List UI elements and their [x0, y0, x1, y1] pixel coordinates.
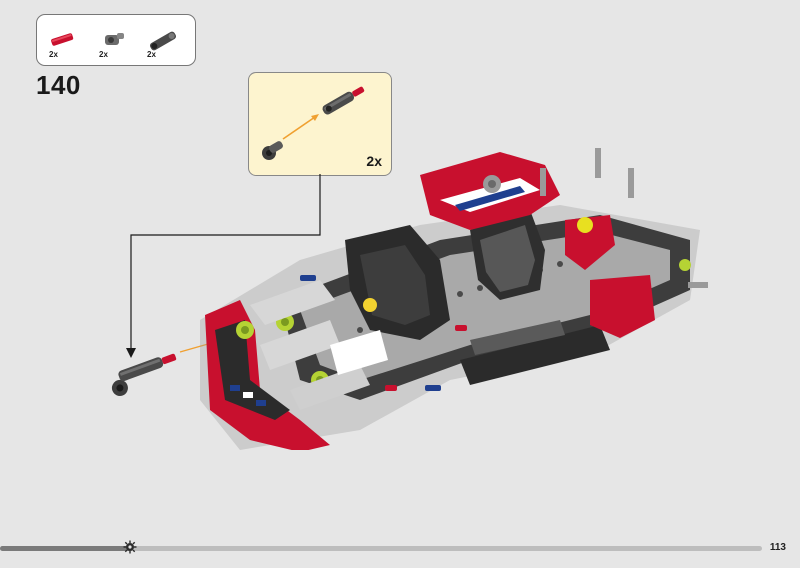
- page-number: 113: [769, 542, 786, 553]
- car-chassis-model: [200, 148, 708, 450]
- parts-list-item: 2x: [143, 21, 183, 61]
- part-quantity: 2x: [147, 50, 156, 59]
- subassembly-callout: 2x: [248, 72, 392, 176]
- callout-quantity: 2x: [366, 153, 382, 169]
- progress-fill: [0, 546, 130, 551]
- front-suspension: [250, 280, 388, 410]
- rear-body-panels: [420, 152, 655, 338]
- parts-list-item: 2x: [45, 21, 85, 61]
- front-bumper: [205, 300, 330, 450]
- gray-ball-joint-arm-icon: [149, 31, 177, 51]
- part-quantity: 2x: [49, 50, 58, 59]
- red-axle-pin-icon: [51, 33, 74, 46]
- leader-arrowhead-icon: [126, 348, 136, 358]
- assembly-arrowhead-icon: [311, 114, 319, 121]
- ball-joint-part: [262, 141, 283, 160]
- progress-marker-icon: [123, 540, 137, 554]
- step-number: 140: [36, 70, 81, 100]
- gray-connector-icon: [105, 33, 124, 45]
- subassembly-diagram: [262, 86, 365, 160]
- part-quantity: 2x: [99, 50, 108, 59]
- parts-list: 2x 2x 2x: [36, 14, 196, 66]
- axles: [540, 148, 708, 288]
- attached-arm-part: [111, 353, 177, 396]
- parts-list-item: 2x: [95, 21, 135, 61]
- arm-with-pin-part: [322, 86, 365, 115]
- instruction-progress-bar: [0, 546, 762, 551]
- assembly-arrow: [282, 116, 316, 140]
